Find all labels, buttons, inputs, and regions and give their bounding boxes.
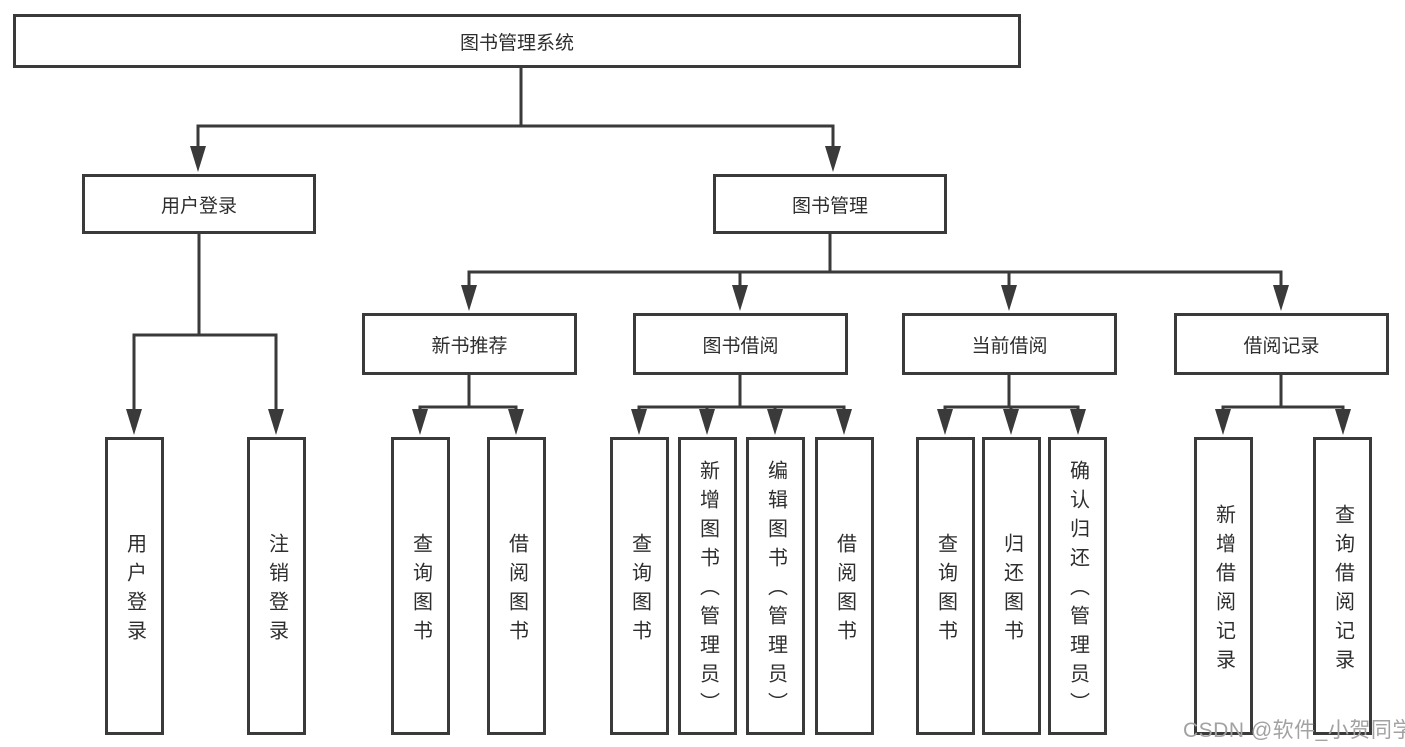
node-label: 编辑图书（管理员） bbox=[764, 460, 787, 721]
node-label: 确认归还（管理员） bbox=[1066, 460, 1089, 721]
leaf-borrow-books: 借阅图书 bbox=[815, 437, 874, 735]
arrowheads bbox=[126, 146, 1351, 435]
connector-new-book-split bbox=[418, 375, 518, 413]
connector-root-split bbox=[196, 68, 835, 153]
node-label: 查询图书 bbox=[934, 532, 957, 649]
leaf-logout: 注销登录 bbox=[247, 437, 306, 735]
connector-user-login-split bbox=[132, 234, 278, 413]
connector-book-borrow-split bbox=[637, 375, 846, 413]
connector-borrow-records-split bbox=[1221, 375, 1345, 413]
leaf-return-books: 归还图书 bbox=[982, 437, 1041, 735]
node-label: 查询图书 bbox=[628, 532, 651, 649]
csdn-watermark: CSDN @软件_小贺同学 bbox=[1183, 719, 1405, 742]
node-label: 借阅图书 bbox=[833, 532, 856, 649]
node-user-login: 用户登录 bbox=[82, 174, 316, 234]
leaf-query-books-recommend: 查询图书 bbox=[391, 437, 450, 735]
node-label: 借阅图书 bbox=[505, 532, 528, 649]
node-label: 注销登录 bbox=[265, 532, 288, 649]
arrow-icon bbox=[825, 146, 841, 172]
arrow-icon bbox=[508, 409, 524, 435]
node-library-system: 图书管理系统 bbox=[13, 14, 1021, 68]
node-label: 当前借阅 bbox=[971, 335, 1048, 357]
leaf-borrow-books-recommend: 借阅图书 bbox=[487, 437, 546, 735]
arrow-icon bbox=[836, 409, 852, 435]
arrow-icon bbox=[937, 409, 953, 435]
node-label: 用户登录 bbox=[123, 532, 146, 649]
arrow-icon bbox=[1335, 409, 1351, 435]
node-label: 新书推荐 bbox=[431, 335, 508, 357]
leaf-add-books-admin: 新增图书（管理员） bbox=[678, 437, 737, 735]
node-book-borrowing: 图书借阅 bbox=[633, 313, 848, 375]
connector-book-mgmt-split bbox=[467, 234, 1283, 290]
leaf-query-borrow-record: 查询借阅记录 bbox=[1313, 437, 1372, 735]
node-label: 借阅记录 bbox=[1243, 335, 1320, 357]
arrow-icon bbox=[268, 409, 284, 435]
arrow-icon bbox=[126, 409, 142, 435]
arrow-icon bbox=[1070, 409, 1086, 435]
node-label: 图书管理系统 bbox=[459, 32, 574, 54]
arrow-icon bbox=[461, 285, 477, 311]
arrow-icon bbox=[1215, 409, 1231, 435]
node-label: 用户登录 bbox=[160, 195, 237, 217]
node-label: 查询借阅记录 bbox=[1331, 503, 1354, 678]
arrow-icon bbox=[412, 409, 428, 435]
node-label: 归还图书 bbox=[1000, 532, 1023, 649]
node-label: 新增借阅记录 bbox=[1212, 503, 1235, 678]
node-current-borrowing: 当前借阅 bbox=[902, 313, 1117, 375]
arrow-icon bbox=[631, 409, 647, 435]
node-label: 图书管理 bbox=[791, 195, 868, 217]
node-label: 新增图书（管理员） bbox=[696, 460, 719, 721]
node-label: 查询图书 bbox=[409, 532, 432, 649]
node-book-management: 图书管理 bbox=[713, 174, 947, 234]
leaf-user-login: 用户登录 bbox=[105, 437, 164, 735]
arrow-icon bbox=[1003, 409, 1019, 435]
arrow-icon bbox=[190, 146, 206, 172]
leaf-confirm-return-admin: 确认归还（管理员） bbox=[1048, 437, 1107, 735]
arrow-icon bbox=[699, 409, 715, 435]
leaf-query-books-borrowing: 查询图书 bbox=[610, 437, 669, 735]
node-borrowing-records: 借阅记录 bbox=[1174, 313, 1389, 375]
arrow-icon bbox=[1001, 285, 1017, 311]
leaf-add-borrow-record: 新增借阅记录 bbox=[1194, 437, 1253, 735]
leaf-edit-books-admin: 编辑图书（管理员） bbox=[746, 437, 805, 735]
node-label: 图书借阅 bbox=[702, 335, 779, 357]
arrow-icon bbox=[732, 285, 748, 311]
node-new-book-recommend: 新书推荐 bbox=[362, 313, 577, 375]
connector-current-borrow-split bbox=[943, 375, 1080, 413]
leaf-query-books-current: 查询图书 bbox=[916, 437, 975, 735]
arrow-icon bbox=[1273, 285, 1289, 311]
arrow-icon bbox=[767, 409, 783, 435]
